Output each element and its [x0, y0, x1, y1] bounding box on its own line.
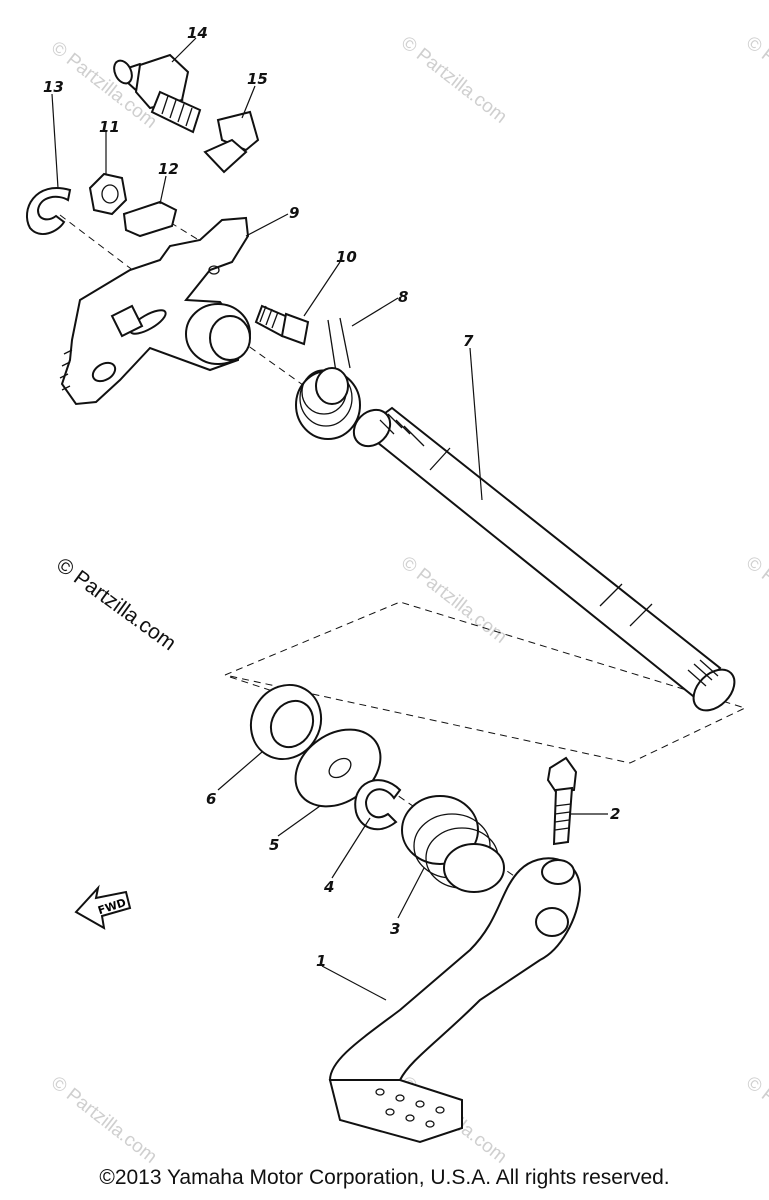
watermark-main: © Partzilla.com — [52, 553, 180, 655]
part-1-shift-pedal — [328, 857, 582, 1144]
watermark-faint: © Partzilla.com — [742, 552, 769, 647]
callout-13: 13 — [43, 78, 64, 96]
callout-14: 14 — [187, 24, 208, 42]
leader-lines — [51, 37, 608, 1001]
forward-arrow: FWD — [74, 884, 132, 930]
callout-3: 3 — [390, 920, 400, 938]
callout-11: 11 — [99, 118, 120, 136]
part-13-circlip — [25, 187, 72, 236]
part-8-spring — [295, 317, 361, 440]
watermark-faint: © Partzilla.com — [742, 1072, 769, 1167]
callouts: 1 2 3 4 5 6 7 8 9 10 11 12 13 14 15 — [43, 24, 620, 970]
callout-9: 9 — [289, 204, 299, 222]
part-3-boot — [401, 795, 505, 893]
callout-6: 6 — [206, 790, 216, 808]
callout-2: 2 — [610, 805, 620, 823]
callout-1: 1 — [316, 952, 326, 970]
callout-10: 10 — [336, 248, 357, 266]
part-14-bolt — [113, 53, 202, 134]
part-6-oil-seal — [249, 683, 323, 761]
callout-7: 7 — [463, 332, 474, 350]
part-11-nut — [88, 172, 128, 216]
copyright-notice: ©2013 Yamaha Motor Corporation, U.S.A. A… — [99, 1166, 670, 1189]
part-7-shaft — [352, 406, 736, 712]
part-10-bolt — [254, 304, 310, 346]
callout-4: 4 — [323, 878, 334, 896]
part-15-clip — [203, 110, 260, 174]
watermark-faint: © Partzilla.com — [397, 552, 511, 647]
watermark-faint: © Partzilla.com — [397, 32, 511, 127]
part-12-stopper — [122, 200, 178, 238]
callout-12: 12 — [158, 160, 179, 178]
callout-15: 15 — [247, 70, 268, 88]
part-4-circlip — [354, 779, 402, 831]
watermark-faint: © Partzilla.com — [742, 32, 769, 127]
callout-8: 8 — [398, 288, 408, 306]
part-9-shift-arm — [59, 216, 251, 406]
watermark-faint: © Partzilla.com — [47, 1072, 161, 1167]
part-2-bolt — [546, 756, 578, 846]
callout-5: 5 — [269, 836, 279, 854]
